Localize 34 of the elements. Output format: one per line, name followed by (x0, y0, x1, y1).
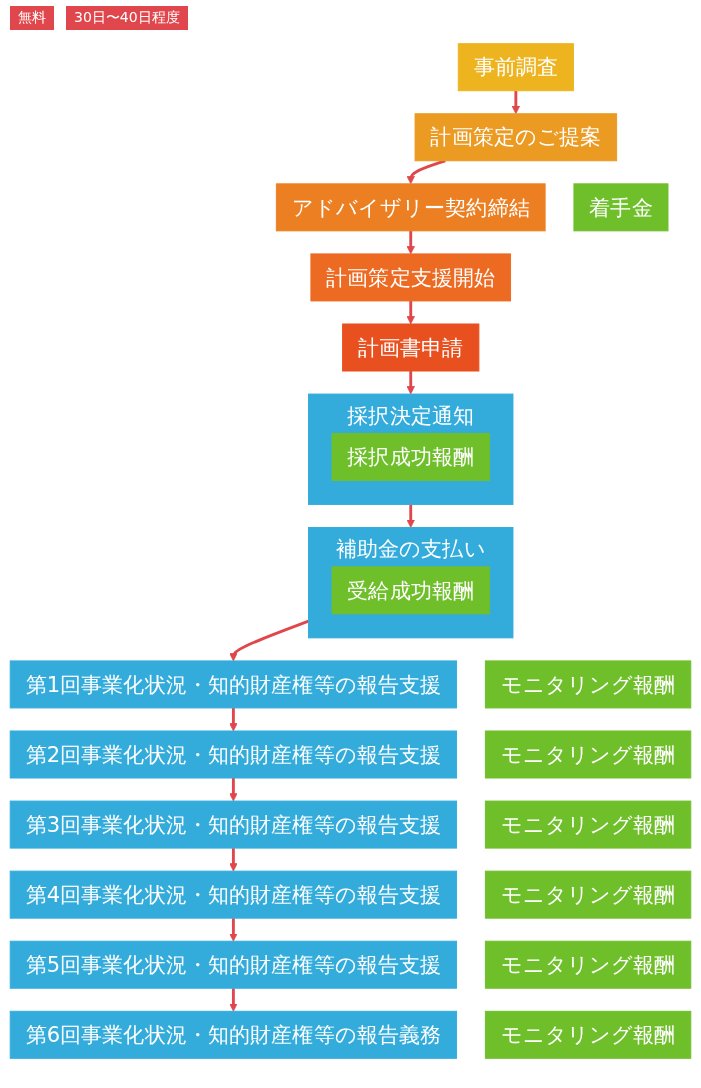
note-label: 30日〜40日程度 (66, 6, 188, 30)
node-box: モニタリング報酬 (484, 730, 692, 779)
node-box: 計画書申請 (342, 323, 480, 372)
node-box: アドバイザリー契約締結 (275, 183, 546, 232)
node-box: 第6回事業化状況・知的財産権等の報告義務 (9, 1010, 458, 1059)
node-box: 計画策定のご提案 (414, 113, 618, 162)
arrow (229, 619, 309, 662)
node-box: 計画策定支援開始 (310, 253, 512, 302)
node-box: モニタリング報酬 (484, 800, 692, 849)
arrow (406, 371, 415, 395)
arrow (406, 300, 415, 325)
node-box: モニタリング報酬 (484, 940, 692, 989)
node-box: モニタリング報酬 (484, 1010, 692, 1059)
arrow (229, 918, 238, 942)
node-box: モニタリング報酬 (484, 870, 692, 919)
arrow (406, 230, 415, 255)
node-box: 着手金 (573, 183, 669, 232)
node-box: 受給成功報酬 (331, 566, 490, 615)
arrow (229, 988, 238, 1012)
node-box: 第3回事業化状況・知的財産権等の報告支援 (9, 800, 458, 849)
note-label: 無料 (10, 6, 54, 30)
node-box: 第5回事業化状況・知的財産権等の報告支援 (9, 940, 458, 989)
node-box: 第2回事業化状況・知的財産権等の報告支援 (9, 730, 458, 779)
node-box: 第1回事業化状況・知的財産権等の報告支援 (9, 660, 458, 709)
node-box: 採択成功報酬 (331, 432, 490, 481)
arrow (229, 848, 238, 872)
arrow (229, 778, 238, 802)
arrow (406, 159, 446, 185)
arrow (406, 504, 415, 528)
node-box: モニタリング報酬 (484, 660, 692, 709)
node-box: 事前調査 (457, 43, 574, 92)
arrow (511, 90, 521, 115)
node-box: 第4回事業化状況・知的財産権等の報告支援 (9, 870, 458, 919)
arrow (229, 707, 238, 732)
